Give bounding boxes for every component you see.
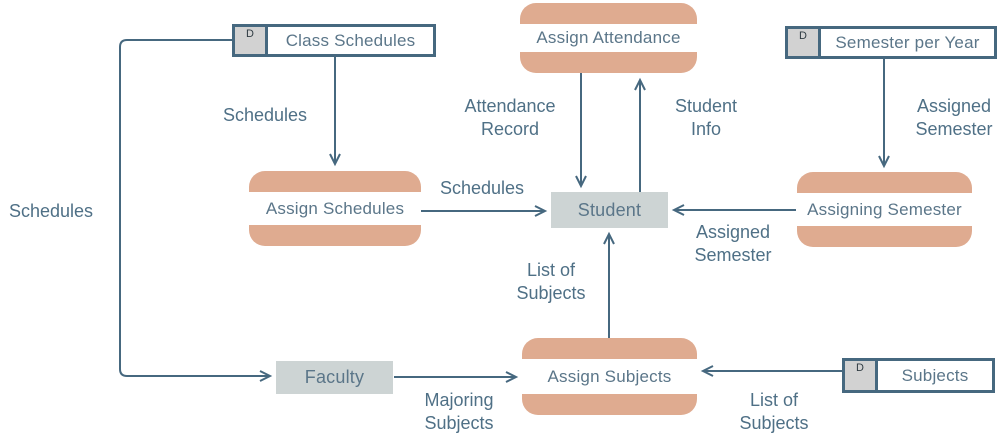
datastore-tag-letter: D bbox=[856, 362, 864, 374]
flow-label-majoring-subjects: Majoring Subjects bbox=[424, 390, 494, 433]
datastore-tag: D bbox=[788, 29, 821, 56]
flow-class-schedules-to-faculty bbox=[119, 39, 273, 382]
process-label: Assign Subjects bbox=[522, 359, 697, 394]
flow-label-assigned-semester-mid: Assigned Semester bbox=[694, 222, 772, 265]
datastore-tag: D bbox=[845, 361, 878, 390]
datastore-tag: D bbox=[235, 27, 268, 54]
process-assign-subjects: Assign Subjects bbox=[522, 338, 697, 415]
datastore-label: Semester per Year bbox=[835, 32, 980, 52]
datastore-label: Subjects bbox=[901, 365, 969, 385]
flow-label-list-of-subjects-bottom: List of Subjects bbox=[739, 390, 809, 433]
datastore-subjects: D Subjects bbox=[842, 358, 995, 393]
flow-label-schedules-mid: Schedules bbox=[439, 178, 525, 198]
flow-label-attendance-record: Attendance Record bbox=[464, 96, 556, 139]
process-label: Assign Schedules bbox=[249, 192, 421, 225]
flow-label-list-of-subjects-mid: List of Subjects bbox=[516, 260, 586, 303]
process-assigning-semester: Assigning Semester bbox=[797, 172, 972, 247]
flow-label-student-info: Student Info bbox=[674, 96, 738, 139]
flow-label-schedules-top: Schedules bbox=[222, 105, 308, 125]
process-label: Assigning Semester bbox=[797, 193, 972, 226]
flow-label-assigned-semester-top: Assigned Semester bbox=[915, 96, 993, 139]
flow-label-schedules-left: Schedules bbox=[8, 201, 94, 221]
process-assign-schedules: Assign Schedules bbox=[249, 171, 421, 246]
datastore-tag-letter: D bbox=[799, 30, 807, 42]
datastore-label: Class Schedules bbox=[285, 30, 416, 50]
entity-faculty: Faculty bbox=[276, 361, 393, 394]
datastore-class-schedules: D Class Schedules bbox=[232, 24, 436, 57]
entity-student: Student bbox=[551, 192, 668, 228]
process-assign-attendance: Assign Attendance bbox=[520, 3, 697, 73]
process-label: Assign Attendance bbox=[520, 24, 697, 52]
datastore-semester-per-year: D Semester per Year bbox=[785, 26, 997, 59]
datastore-tag-letter: D bbox=[246, 28, 254, 40]
